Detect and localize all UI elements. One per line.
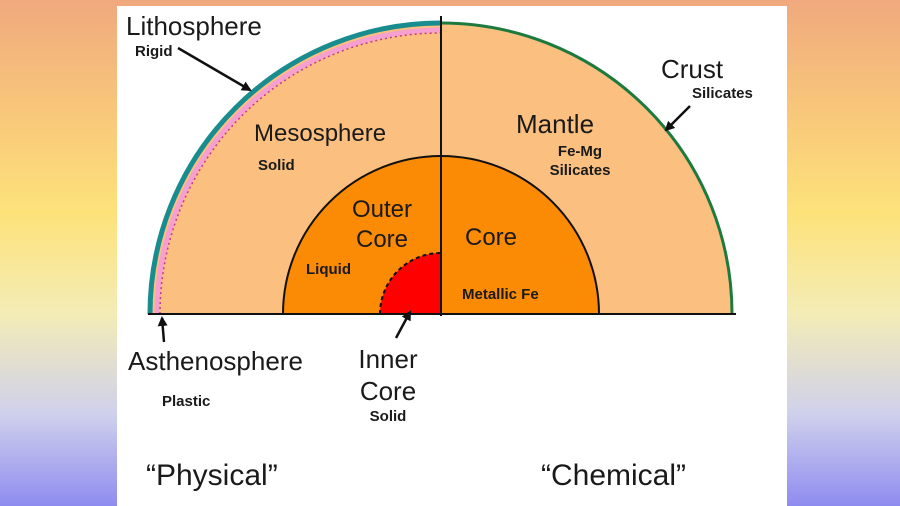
- lithosphere-band: [147, 20, 442, 315]
- crust-arrow: [664, 105, 691, 132]
- asthenosphere-property: Plastic: [162, 393, 211, 410]
- asthenosphere-band: [154, 27, 442, 315]
- asthenosphere-label: Asthenosphere: [128, 346, 303, 376]
- chemical-caption: “Chemical”: [541, 459, 687, 492]
- crust-property: Silicates: [692, 85, 753, 102]
- asthenosphere-dots: [159, 32, 442, 315]
- asthenosphere-arrow: [157, 316, 168, 343]
- mesosphere-label: Mesosphere: [254, 120, 387, 147]
- crust-band: [440, 21, 734, 315]
- inner-core-property: Solid: [369, 408, 407, 425]
- inner-core-layer: [380, 253, 441, 314]
- crust-label: Crust: [661, 54, 724, 84]
- core-label: Core: [465, 224, 518, 251]
- outer-core-label-line2: Core: [355, 226, 409, 253]
- mantle-property-line1: Fe-Mg: [557, 143, 603, 160]
- lithosphere-arrow: [177, 46, 252, 92]
- mesosphere-property: Solid: [258, 157, 295, 174]
- outer-core-label-line1: Outer: [351, 196, 413, 223]
- physical-caption: “Physical”: [146, 459, 278, 492]
- mantle-label: Mantle: [516, 109, 595, 139]
- lithosphere-property: Rigid: [135, 43, 173, 60]
- core-property: Metallic Fe: [462, 286, 539, 303]
- outer-core-property: Liquid: [306, 261, 351, 278]
- inner-core-label-line2: Core: [359, 376, 417, 406]
- mantle-property-line2: Silicates: [549, 162, 611, 179]
- inner-core-label-line1: Inner: [358, 344, 418, 374]
- inner-core-arrow: [394, 310, 412, 339]
- lithosphere-label: Lithosphere: [126, 11, 262, 41]
